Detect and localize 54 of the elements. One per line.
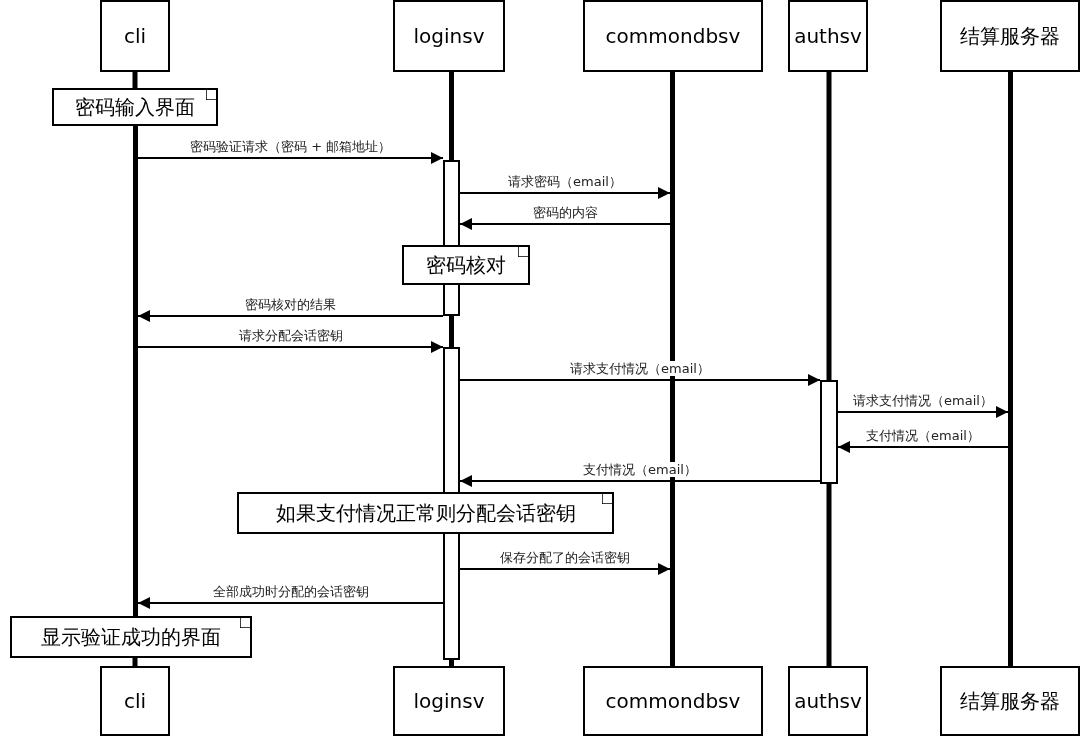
participant-name: 结算服务器 (960, 22, 1060, 50)
participant-name: cli (123, 689, 147, 713)
participant-name: loginsv (413, 689, 485, 713)
note-text: 显示验证成功的界面 (41, 623, 221, 651)
participant-box (100, 666, 170, 736)
lifeline (1008, 72, 1013, 666)
participant-box (393, 666, 505, 736)
participant-box (788, 0, 868, 72)
lifeline (826, 484, 832, 666)
edge-label: 请求分配会话密钥 (236, 328, 345, 343)
note-box (10, 616, 252, 658)
activation-bar (820, 380, 838, 484)
note-box (237, 492, 614, 534)
lifeline (132, 72, 138, 88)
message-arrow (137, 341, 444, 353)
message-arrow (837, 406, 1009, 418)
participant-box (583, 666, 763, 736)
message-arrow (137, 597, 444, 609)
participant-box (393, 0, 505, 72)
participant-name: 结算服务器 (960, 687, 1060, 715)
message-arrow (459, 187, 671, 199)
lifeline (132, 658, 138, 666)
participant-name: loginsv (413, 24, 485, 48)
edge-label: 密码的内容 (530, 205, 600, 220)
participant-box (583, 0, 763, 72)
message-arrow (837, 441, 1009, 453)
note-text: 如果支付情况正常则分配会话密钥 (275, 499, 576, 527)
participant-name: authsv (794, 24, 862, 48)
participant-name: commondbsv (605, 24, 741, 48)
message-arrow (459, 374, 821, 386)
edge-label: 密码核对的结果 (243, 297, 338, 312)
lifeline (449, 316, 454, 347)
lifeline (133, 126, 138, 616)
message-arrow (137, 310, 444, 322)
edge-label: 全部成功时分配的会话密钥 (210, 584, 371, 599)
lifeline (449, 660, 454, 666)
message-arrow (459, 563, 671, 575)
message-arrow (459, 475, 821, 487)
note-text: 密码输入界面 (75, 93, 195, 121)
participant-name: cli (123, 24, 147, 48)
note-box (402, 245, 530, 285)
message-arrow (459, 218, 671, 230)
participant-name: commondbsv (605, 689, 741, 713)
lifeline (826, 72, 832, 380)
participant-box (940, 666, 1080, 736)
participant-box (100, 0, 170, 72)
message-arrow (137, 152, 444, 164)
participant-name: authsv (794, 689, 862, 713)
note-box (52, 88, 218, 126)
edge-label: 保存分配了的会话密钥 (498, 550, 632, 565)
lifeline (449, 72, 454, 160)
participant-box (788, 666, 868, 736)
participant-box (940, 0, 1080, 72)
note-text: 密码核对 (426, 251, 506, 279)
